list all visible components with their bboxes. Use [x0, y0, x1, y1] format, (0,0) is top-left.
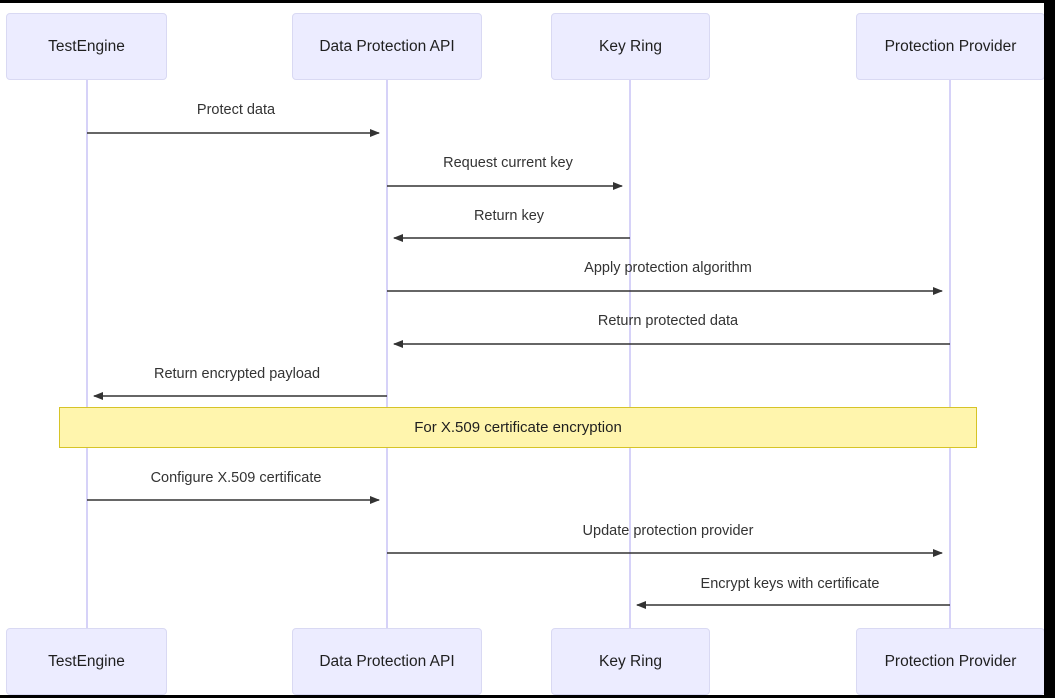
- participant-label: Data Protection API: [319, 37, 455, 55]
- message-label-5: Return protected data: [597, 313, 739, 329]
- participant-label: Key Ring: [599, 37, 662, 55]
- message-label-1: Protect data: [196, 102, 276, 118]
- participant-header-data-protection-api[interactable]: Data Protection API: [292, 13, 482, 80]
- lifeline-testengine: [86, 77, 88, 631]
- note-label: For X.509 certificate encryption: [414, 419, 622, 436]
- participant-footer-protection-provider[interactable]: Protection Provider: [856, 628, 1044, 695]
- message-label-7: Configure X.509 certificate: [150, 470, 322, 486]
- participant-label: TestEngine: [48, 37, 125, 55]
- note-block-x509: For X.509 certificate encryption: [59, 407, 977, 448]
- participant-header-protection-provider[interactable]: Protection Provider: [856, 13, 1044, 80]
- participant-label: TestEngine: [48, 652, 125, 670]
- participant-label: Data Protection API: [319, 652, 455, 670]
- message-arrows-layer: [87, 129, 950, 609]
- message-label-8: Update protection provider: [582, 523, 754, 539]
- participant-label: Protection Provider: [884, 652, 1017, 670]
- participant-label: Key Ring: [599, 652, 662, 670]
- message-label-3: Return key: [473, 208, 545, 224]
- lifeline-protection-provider: [949, 77, 951, 631]
- message-label-9: Encrypt keys with certificate: [700, 576, 880, 592]
- sequence-diagram: Protect data Request current key Return …: [0, 3, 1044, 695]
- participant-header-testengine[interactable]: TestEngine: [6, 13, 167, 80]
- participant-label: Protection Provider: [884, 37, 1017, 55]
- participant-footer-key-ring[interactable]: Key Ring: [551, 628, 710, 695]
- message-label-2: Request current key: [443, 155, 573, 171]
- participant-footer-testengine[interactable]: TestEngine: [6, 628, 167, 695]
- participant-footer-data-protection-api[interactable]: Data Protection API: [292, 628, 482, 695]
- lifeline-data-protection-api: [386, 77, 388, 631]
- message-label-6: Return encrypted payload: [153, 366, 321, 382]
- participant-header-key-ring[interactable]: Key Ring: [551, 13, 710, 80]
- message-label-4: Apply protection algorithm: [584, 260, 752, 276]
- lifeline-key-ring: [629, 77, 631, 631]
